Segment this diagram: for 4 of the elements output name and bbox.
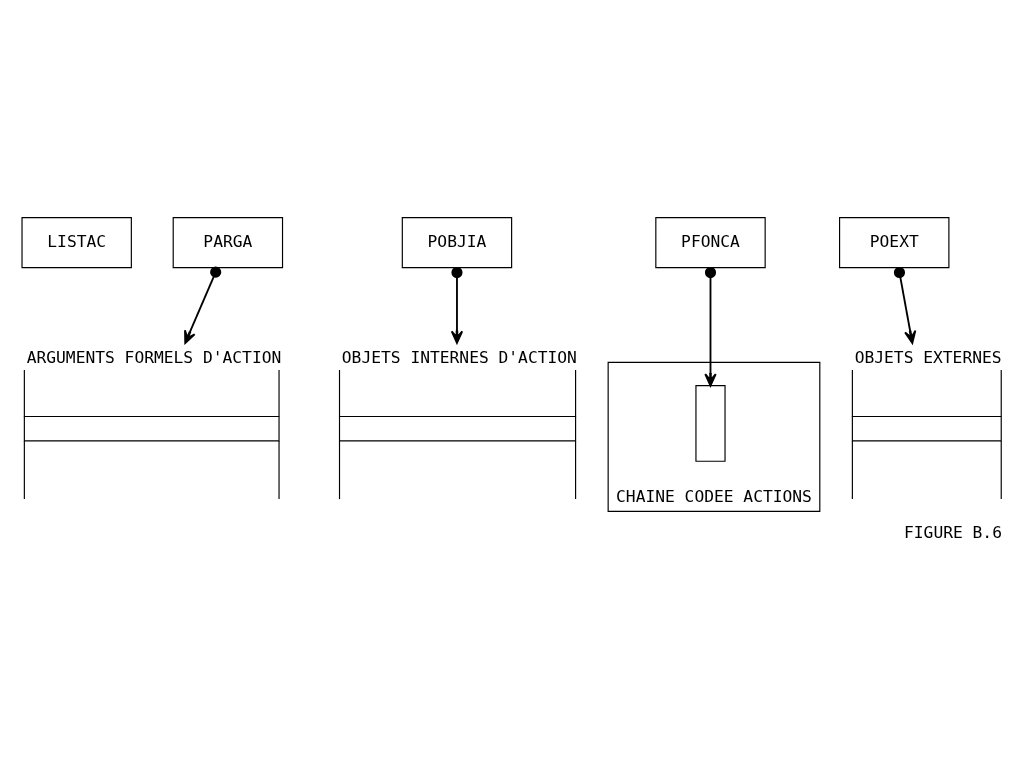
caption: FIGURE B.6 [903, 522, 1002, 542]
node-label: OBJETS EXTERNES [854, 347, 1002, 367]
node-label: OBJETS INTERNES D'ACTION [341, 347, 577, 367]
node-label: ARGUMENTS FORMELS D'ACTION [26, 347, 281, 367]
